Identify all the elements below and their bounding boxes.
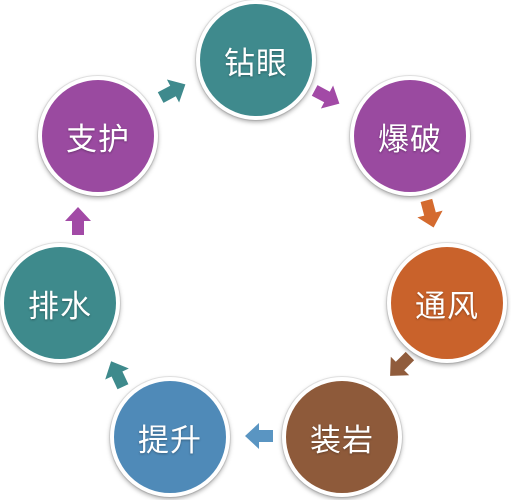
step-node-zhuanyan: 钻眼 [196, 0, 316, 120]
step-label: 钻眼 [224, 45, 288, 82]
step-label: 排水 [28, 288, 92, 325]
step-node-baopo: 爆破 [350, 76, 470, 196]
step-node-zhihu: 支护 [38, 76, 158, 196]
arrow-zhuanyan-to-baopo [157, 79, 186, 103]
step-node-tongfeng: 通风 [387, 243, 507, 363]
arrow-zhuangyan-to-tisheng [390, 351, 415, 376]
step-label: 装岩 [310, 422, 374, 459]
step-label: 支护 [66, 121, 130, 158]
arrow-tongfeng-to-zhuangyan [417, 198, 443, 228]
arrow-paishui-to-zhihu [105, 361, 129, 390]
step-node-zhuangyan: 装岩 [282, 377, 402, 497]
arrow-baopo-to-tongfeng [311, 85, 340, 109]
step-label: 提升 [138, 422, 202, 459]
step-node-paishui: 排水 [0, 243, 120, 363]
arrow-tisheng-to-paishui [245, 423, 273, 449]
step-node-tisheng: 提升 [110, 377, 230, 497]
step-label: 通风 [415, 288, 479, 325]
arrow-zhihu-to-zhuanyan [65, 207, 91, 235]
step-label: 爆破 [378, 121, 442, 158]
